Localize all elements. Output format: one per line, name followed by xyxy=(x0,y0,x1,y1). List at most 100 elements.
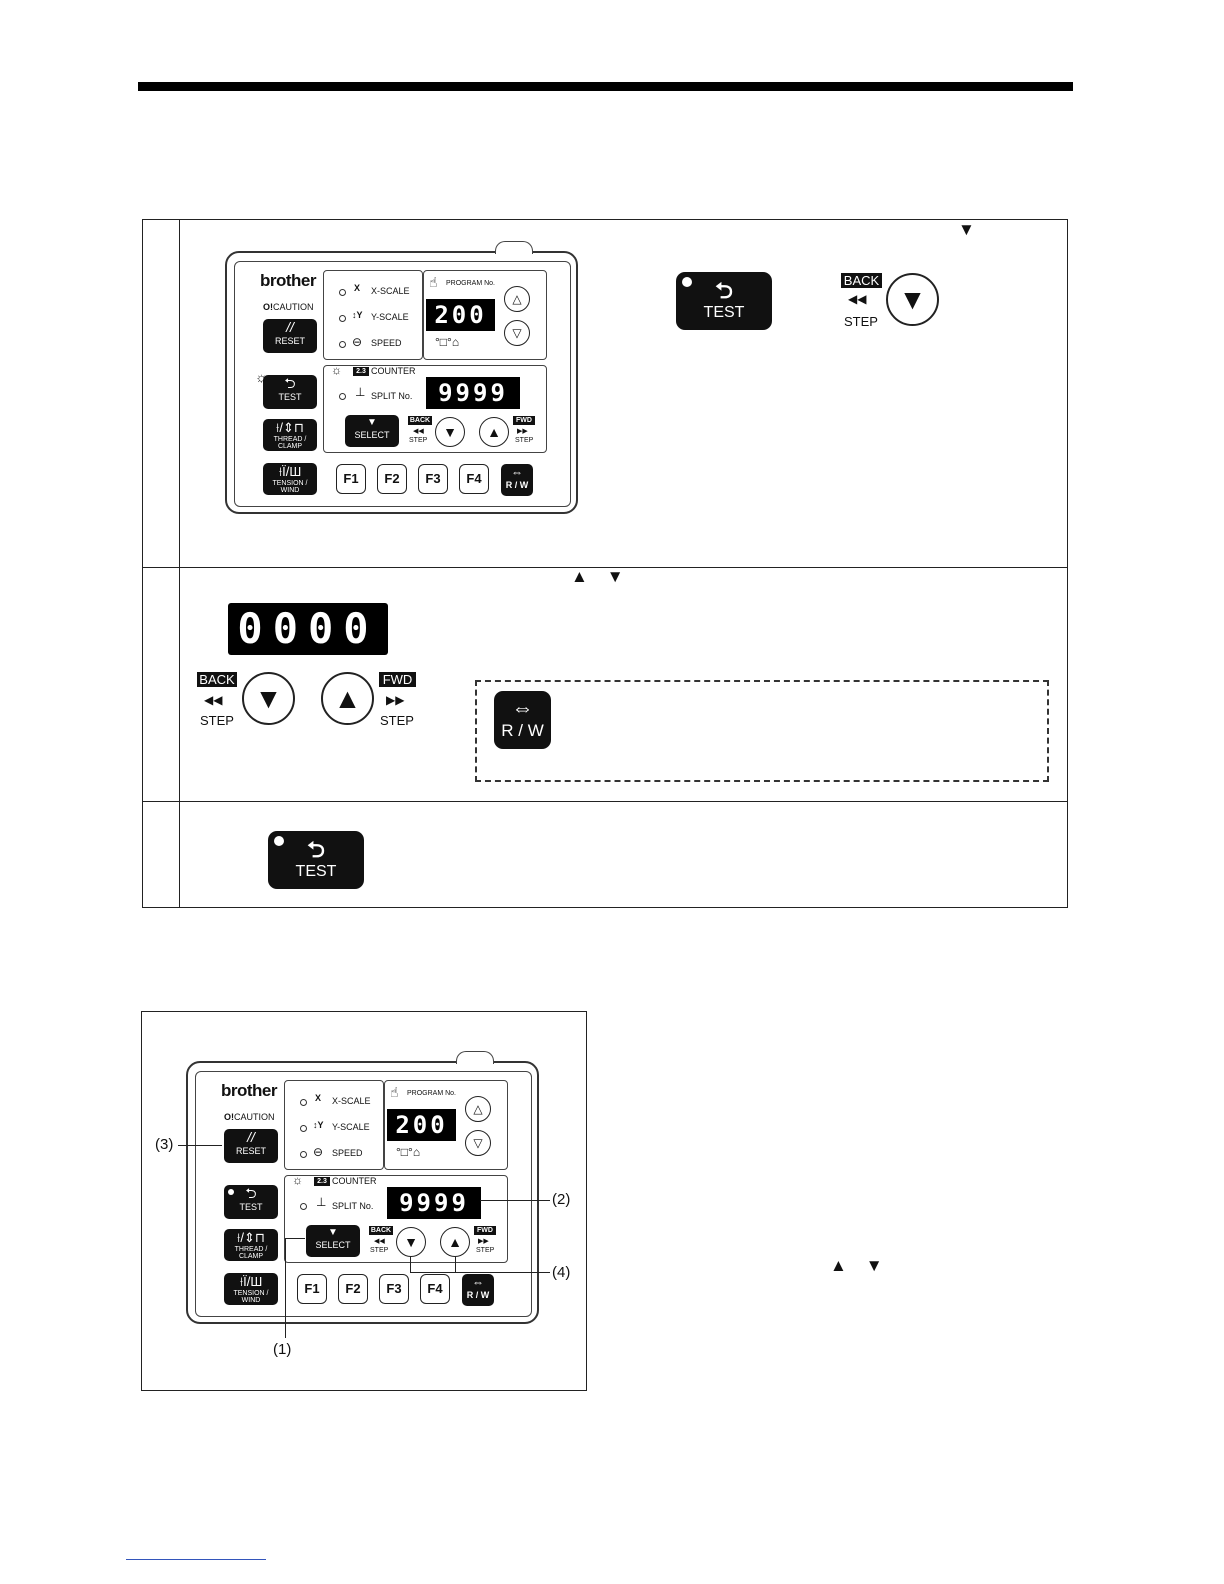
thread-clamp-button[interactable]: ⟊/⇕⊓ THREAD / CLAMP xyxy=(224,1229,278,1261)
back-step-label: STEP xyxy=(370,1247,389,1254)
counter-group xyxy=(284,1175,508,1263)
reset-button[interactable]: // RESET xyxy=(263,319,317,353)
counter-label: COUNTER xyxy=(332,1176,377,1186)
f2-key[interactable]: F2 xyxy=(377,464,407,494)
f4-key[interactable]: F4 xyxy=(459,464,489,494)
row2-fwd-step-button[interactable]: ▲ xyxy=(321,672,374,725)
panel-face xyxy=(234,261,571,507)
program-down-button[interactable]: ▽ xyxy=(465,1130,491,1156)
counter-light-icon: ☼ xyxy=(292,1173,303,1187)
footer-link-underline xyxy=(126,1559,266,1560)
scale-group xyxy=(323,270,423,360)
f1-key[interactable]: F1 xyxy=(336,464,366,494)
fwd-step-button[interactable]: ▲ xyxy=(440,1227,470,1257)
f4-key[interactable]: F4 xyxy=(420,1274,450,1304)
y-scale-label: Y-SCALE xyxy=(371,312,409,322)
up-outline-triangle-icon: △ xyxy=(512,292,522,306)
row1-step-label: STEP xyxy=(844,314,878,329)
f3-key[interactable]: F3 xyxy=(379,1274,409,1304)
thread-clamp-button[interactable]: ⟊/⇕⊓ THREAD / CLAMP xyxy=(263,419,317,451)
down-triangle-icon: ▼ xyxy=(254,682,283,714)
row1-back-tag: BACK xyxy=(841,273,882,288)
tension-wind-button[interactable]: ⟊Ï/Ш TENSION / WIND xyxy=(263,463,317,495)
panel-tab xyxy=(456,1051,494,1064)
f3-key[interactable]: F3 xyxy=(418,464,448,494)
row2-arrow-icons: ▲ ▼ xyxy=(571,567,624,586)
row3-test-key[interactable]: ⮌ TEST xyxy=(268,831,364,889)
rewind-icon: ◀◀ xyxy=(374,1238,385,1245)
thread-clamp-icon: ⟊/⇕⊓ xyxy=(237,1230,265,1245)
fwd-step-button[interactable]: ▲ xyxy=(479,417,509,447)
back-step-button[interactable]: ▼ xyxy=(435,417,465,447)
control-panel-diagram-top: brother O!CAUTION // RESET ⮌ TEST ☼ ⟊/⇕⊓… xyxy=(225,241,578,514)
program-group xyxy=(423,270,547,360)
up-triangle-icon: ▲ xyxy=(333,682,362,714)
x-scale-label: X-SCALE xyxy=(332,1096,371,1106)
down-outline-triangle-icon: ▽ xyxy=(512,326,522,340)
tension-wind-button[interactable]: ⟊Ï/Ш TENSION / WIND xyxy=(224,1273,278,1305)
speed-icon: ⊖ xyxy=(313,1145,324,1159)
select-button[interactable]: ▼ SELECT xyxy=(345,415,399,447)
rw-arrow-icon: ⇔ xyxy=(511,695,534,720)
f2-key[interactable]: F2 xyxy=(338,1274,368,1304)
program-hand-icon: ☝ xyxy=(429,274,438,290)
x-scale-icon: X xyxy=(354,283,361,293)
select-button[interactable]: ▼ SELECT xyxy=(306,1225,360,1257)
program-hand-icon: ☝ xyxy=(390,1084,399,1100)
caution-icon: O! xyxy=(224,1112,234,1122)
rw-button[interactable]: ⇔ R / W xyxy=(462,1274,494,1306)
test-led xyxy=(274,836,284,846)
counter-badge: 2.3 xyxy=(353,367,369,376)
down-triangle-icon: ▼ xyxy=(898,283,927,315)
rewind-icon: ◀◀ xyxy=(413,428,424,435)
counter-group xyxy=(323,365,547,453)
speed-label: SPEED xyxy=(371,338,402,348)
counter-display: 9999 xyxy=(426,377,520,409)
rw-button[interactable]: ⇔ R / W xyxy=(501,464,533,496)
split-needle-icon: ⊥ xyxy=(355,385,366,399)
callout-4: (4) xyxy=(552,1264,571,1281)
program-up-button[interactable]: △ xyxy=(465,1096,491,1122)
counter-badge: 2.3 xyxy=(314,1177,330,1186)
row1-back-step-button[interactable]: ▼ xyxy=(886,273,939,326)
caution-label: O!CAUTION xyxy=(263,302,314,312)
test-led xyxy=(682,277,692,287)
tension-wind-icon: ⟊Ï/Ш xyxy=(278,464,302,479)
program-display: 200 xyxy=(426,299,495,331)
leader-1 xyxy=(285,1238,286,1338)
rewind-icon: ◀◀ xyxy=(848,292,867,306)
x-scale-led xyxy=(300,1099,307,1106)
return-icon: ⮌ xyxy=(245,1185,257,1201)
test-button[interactable]: ⮌ TEST xyxy=(263,375,317,409)
leader-4-right xyxy=(455,1256,456,1273)
down-triangle-icon: ▼ xyxy=(443,424,457,440)
f1-key[interactable]: F1 xyxy=(297,1274,327,1304)
leader-2 xyxy=(480,1200,550,1201)
speed-led xyxy=(339,341,346,348)
test-button[interactable]: ⮌ TEST xyxy=(224,1185,278,1219)
split-no-label: SPLIT No. xyxy=(332,1201,374,1211)
fwd-tag: FWD xyxy=(513,416,535,425)
row2-rw-key[interactable]: ⇔ R / W xyxy=(494,691,551,749)
row2-back-step-button[interactable]: ▼ xyxy=(242,672,295,725)
counter-display: 9999 xyxy=(387,1187,481,1219)
split-led xyxy=(300,1203,307,1210)
row2-step-right-label: STEP xyxy=(380,713,414,728)
program-down-button[interactable]: ▽ xyxy=(504,320,530,346)
program-up-button[interactable]: △ xyxy=(504,286,530,312)
top-rule xyxy=(138,82,1073,91)
back-step-button[interactable]: ▼ xyxy=(396,1227,426,1257)
y-scale-label: Y-SCALE xyxy=(332,1122,370,1132)
step-number-column-divider xyxy=(179,220,180,907)
side-arrow-icons: ▲ ▼ xyxy=(830,1256,883,1275)
row2-fwd-tag: FWD xyxy=(379,672,416,687)
reset-button[interactable]: // RESET xyxy=(224,1129,278,1163)
caution-label: O!CAUTION xyxy=(224,1112,275,1122)
row1-test-key[interactable]: ⮌ TEST xyxy=(676,272,772,330)
fast-forward-icon: ▶▶ xyxy=(386,693,405,707)
program-group xyxy=(384,1080,508,1170)
tension-wind-icon: ⟊Ï/Ш xyxy=(239,1274,263,1289)
y-scale-icon: ↕Y xyxy=(352,310,363,320)
scale-group xyxy=(284,1080,384,1170)
x-scale-icon: X xyxy=(315,1093,322,1103)
